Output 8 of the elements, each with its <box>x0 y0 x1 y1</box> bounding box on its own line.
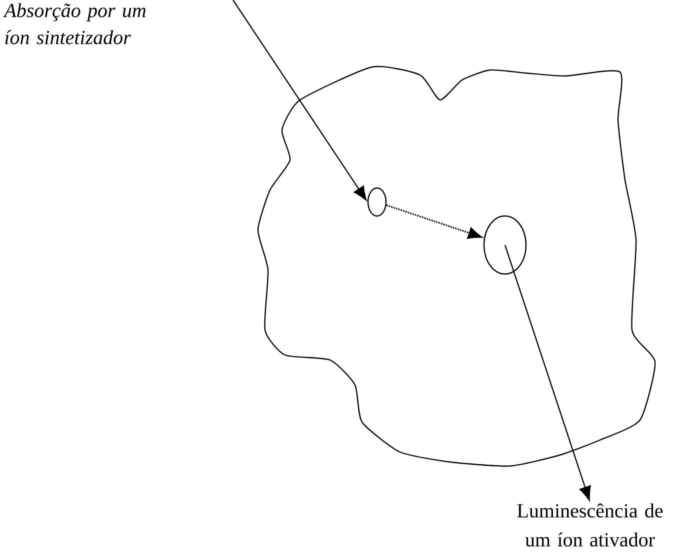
arrow <box>504 244 591 501</box>
ion-circle <box>483 215 527 275</box>
host-lattice-outline <box>257 66 656 467</box>
ion-circle <box>367 187 387 217</box>
arrow <box>232 0 367 201</box>
arrow <box>386 204 482 239</box>
caption-text: Luminescência de um íon ativador <box>517 503 663 547</box>
annotation-text: Absorção por um íon sintetizador <box>3 3 146 44</box>
